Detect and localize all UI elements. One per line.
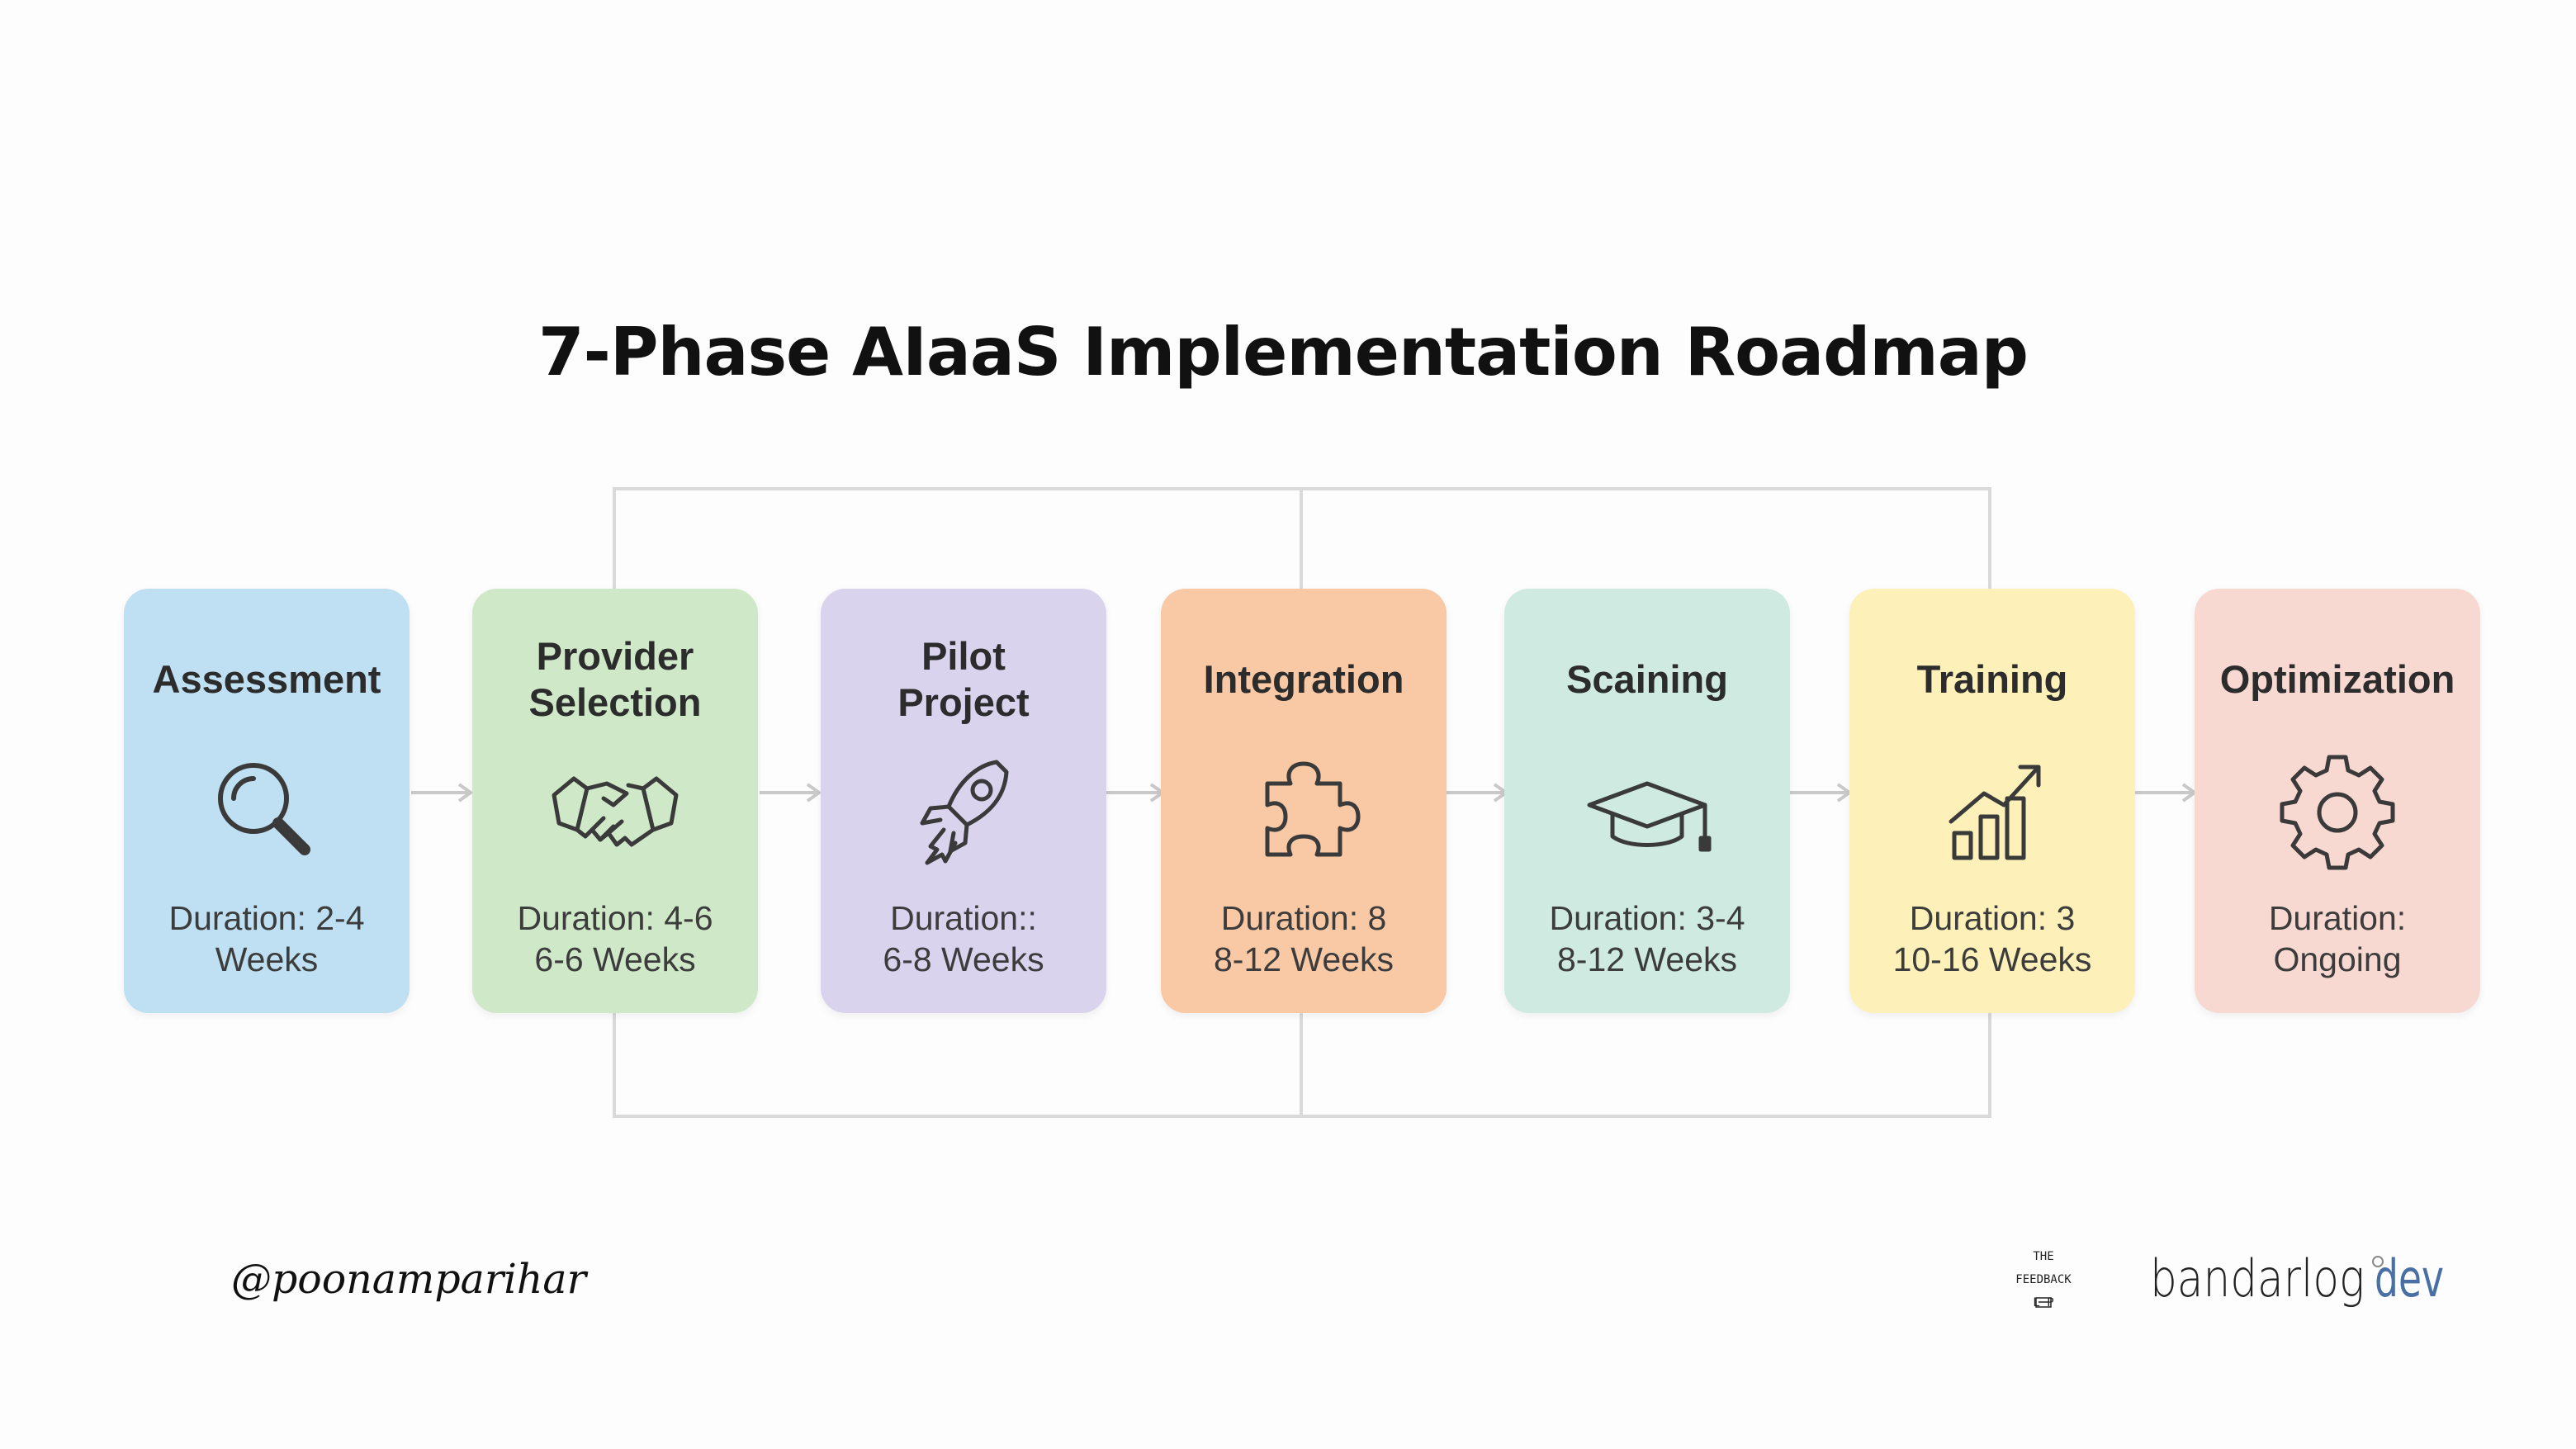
phase-duration: Duration: 8 8-12 Weeks — [1213, 899, 1394, 978]
rocket-icon — [920, 760, 1009, 865]
phase-card-provider-selection: Provider Selection Duration: 4-6 6-6 Wee… — [472, 589, 758, 1013]
phase-card-assessment: Assessment Duration: 2-4 Weeks — [124, 589, 410, 1013]
phase-card-pilot-project: Pilot Project Duration:: 6-8 Weeks — [821, 589, 1106, 1013]
gear-icon — [2280, 755, 2395, 870]
phase-title: Provider Selection — [528, 634, 702, 724]
handshake-icon — [552, 776, 679, 847]
svg-text:FEEDBACK: FEEDBACK — [2015, 1273, 2072, 1286]
phase-duration: Duration: 4-6 6-6 Weeks — [517, 899, 713, 978]
magnifier-icon — [218, 763, 310, 855]
phase-title: Integration — [1203, 657, 1404, 701]
arrow-3 — [1103, 783, 1166, 803]
graduation-cap-icon — [1587, 781, 1712, 852]
svg-text:bandarlog: bandarlog — [2150, 1248, 2365, 1309]
svg-text:L P: L P — [2033, 1296, 2053, 1309]
roadmap-title: 7-Phase AIaaS Implementation Roadmap — [538, 314, 2029, 391]
phase-card-scaining: Scaining Duration: 3-4 8-12 Weeks — [1504, 589, 1790, 1013]
phase-duration: Duration: 2-4 Weeks — [168, 899, 365, 978]
phase-title: Training — [1916, 657, 2068, 701]
phase-card-integration: Integration Duration: 8 8-12 Weeks — [1161, 589, 1447, 1013]
handwritten-signature: @poonamparihar — [231, 1255, 589, 1303]
arrow-2 — [760, 783, 822, 803]
phase-duration: Duration: Ongoing — [2268, 899, 2407, 978]
frame-top-line — [614, 487, 1991, 490]
arrow-1 — [411, 783, 474, 803]
phase-duration: Duration: 3 10-16 Weeks — [1892, 899, 2092, 978]
phase-duration: Duration:: 6-8 Weeks — [883, 899, 1044, 978]
frame-bottom-line — [614, 1115, 1991, 1118]
phase-title: Assessment — [152, 657, 381, 701]
arrow-5 — [1790, 783, 1853, 803]
arrow-4 — [1447, 783, 1509, 803]
phase-title: Scaining — [1566, 657, 1728, 701]
svg-text:@poonamparihar: @poonamparihar — [231, 1255, 589, 1303]
phase-duration: Duration: 3-4 8-12 Weeks — [1549, 899, 1745, 978]
phase-card-training: Training Duration: 3 10-16 Weeks — [1849, 589, 2135, 1013]
growth-chart-icon — [1949, 765, 2041, 860]
bandarlog-dev-logo: bandarlog dev — [2150, 1248, 2444, 1309]
phase-title: Optimization — [2219, 657, 2455, 701]
feedback-loop-logo: THE FEEDBACK L P — [2015, 1250, 2072, 1309]
phase-title: Pilot Project — [897, 634, 1030, 724]
puzzle-icon — [1265, 761, 1361, 857]
svg-text:dev: dev — [2375, 1248, 2444, 1309]
arrow-6 — [2135, 783, 2198, 803]
svg-text:THE: THE — [2033, 1250, 2053, 1263]
phase-card-optimization: Optimization Duration: Ongoing — [2195, 589, 2480, 1013]
